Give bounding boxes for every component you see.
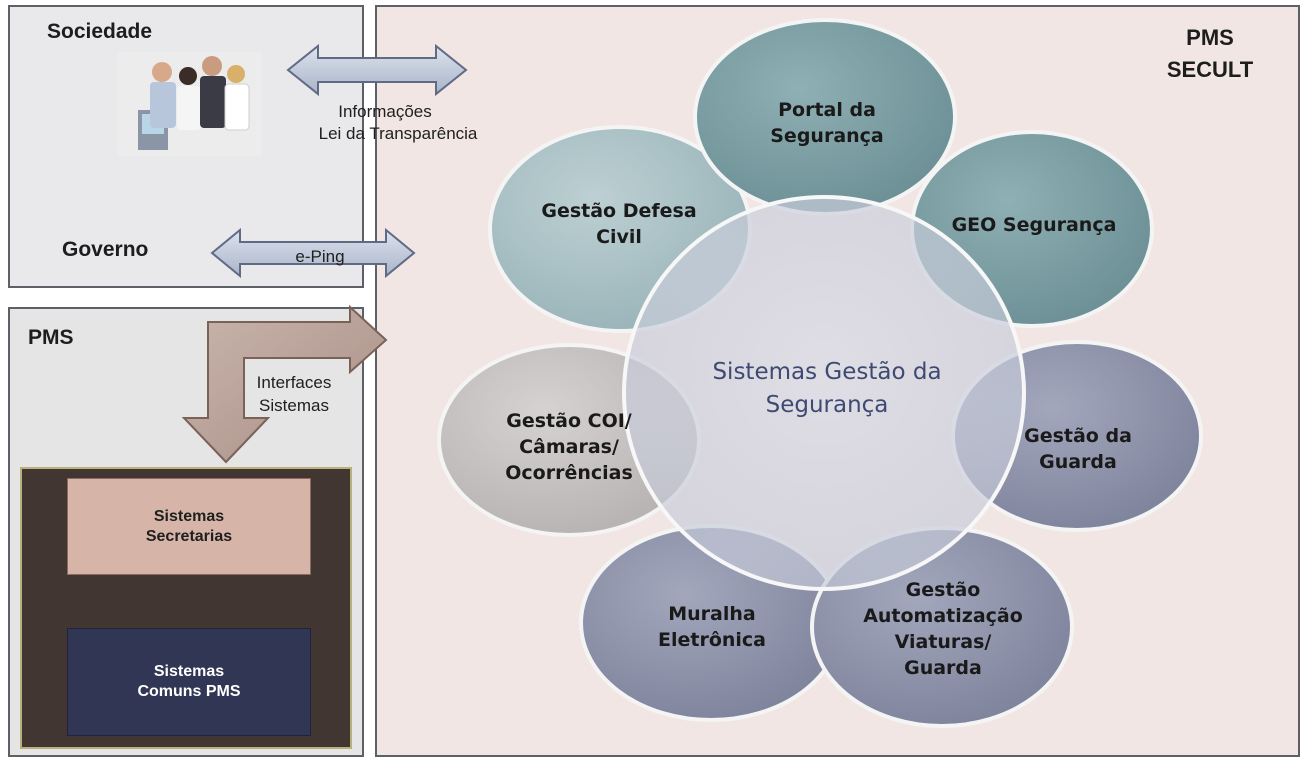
sistemas-secretarias-box: Sistemas Secretarias (67, 478, 311, 575)
informacoes-label: Informações (338, 102, 432, 121)
sistemas-comuns-line2: Comuns PMS (137, 683, 241, 700)
circle-center-sistemas (622, 195, 1026, 591)
center-line2: Segurança (765, 392, 889, 418)
coi-line2: Câmaras/ (519, 436, 619, 458)
muralha-line1: Muralha (668, 603, 756, 625)
pms-secult-line1: PMS (1186, 25, 1234, 50)
muralha-eletronica-label: Muralha Eletrônica (658, 601, 766, 653)
sistemas-comuns-line1: Sistemas (153, 663, 225, 680)
center-line1: Sistemas Gestão da (712, 359, 942, 385)
geo-seguranca-label: GEO Segurança (952, 212, 1117, 238)
geo-line1: GEO Segurança (951, 214, 1117, 236)
pms-secult-title: PMS SECULT (1150, 22, 1270, 86)
gestao-automatizacao-label: Gestão Automatização Viaturas/ Guarda (863, 577, 1023, 681)
auto-line4: Guarda (904, 657, 982, 679)
sistemas-label: Sistemas (259, 396, 329, 415)
sistemas-secretarias-line1: Sistemas (153, 507, 225, 525)
people-illustration (118, 52, 262, 156)
auto-line2: Automatização (863, 605, 1023, 627)
sociedade-label: Sociedade (47, 20, 153, 43)
interfaces-label: Interfaces (256, 373, 332, 392)
sistemas-secretarias-line2: Secretarias (145, 527, 233, 545)
portal-line2: Segurança (770, 125, 884, 147)
gestao-coi-label: Gestão COI/ Câmaras/ Ocorrências (505, 408, 633, 486)
eping-label: e-Ping (295, 247, 345, 266)
gestao-defesa-civil-label: Gestão Defesa Civil (541, 198, 696, 250)
pms-label: PMS (28, 326, 74, 349)
interfaces-bent-arrow (181, 304, 388, 464)
sistemas-comuns-box: Sistemas Comuns PMS (67, 628, 311, 736)
governo-label: Governo (62, 238, 149, 261)
guarda-line2: Guarda (1039, 451, 1117, 473)
center-label: Sistemas Gestão da Segurança (712, 356, 941, 422)
pms-secult-line2: SECULT (1166, 57, 1254, 82)
auto-line3: Viaturas/ (894, 631, 992, 653)
auto-line1: Gestão (905, 579, 981, 601)
coi-line1: Gestão COI/ (506, 410, 632, 432)
guarda-line1: Gestão da (1024, 425, 1132, 447)
defesa-line1: Gestão Defesa (541, 200, 697, 222)
muralha-line2: Eletrônica (657, 629, 767, 651)
coi-line3: Ocorrências (505, 462, 633, 484)
defesa-line2: Civil (596, 226, 642, 248)
informacoes-arrow (286, 43, 468, 97)
gestao-guarda-label: Gestão da Guarda (1024, 423, 1132, 475)
portal-seguranca-label: Portal da Segurança (770, 97, 884, 149)
people-photo (118, 52, 262, 156)
lei-transparencia-label: Lei da Transparência (318, 124, 478, 143)
portal-line1: Portal da (778, 99, 876, 121)
eping-arrow (210, 227, 416, 279)
